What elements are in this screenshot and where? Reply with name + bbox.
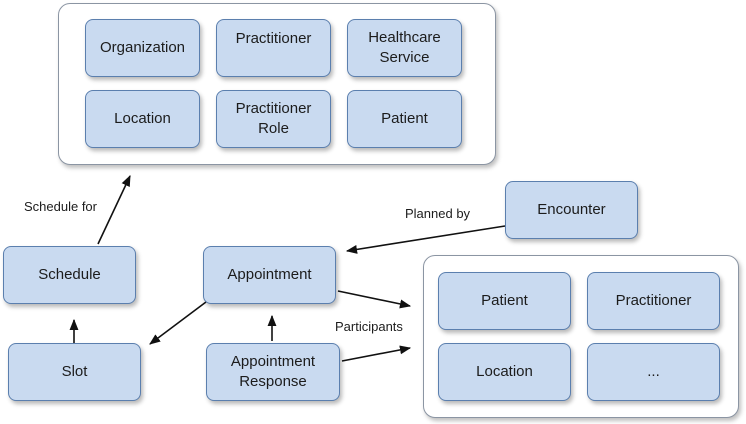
edge-label-participants: Participants bbox=[335, 319, 403, 334]
edge-encounter-to-appointment bbox=[345, 225, 506, 254]
edge-response-to-participants bbox=[341, 345, 412, 362]
node-organization[interactable]: Organization bbox=[85, 19, 200, 77]
edge-label-planned-by: Planned by bbox=[405, 206, 471, 221]
node-participant-location[interactable]: Location bbox=[438, 343, 571, 401]
node-healthcare-service[interactable]: Healthcare Service bbox=[347, 19, 462, 77]
edge-appointment-to-participants bbox=[337, 290, 412, 309]
node-practitioner[interactable]: Practitioner bbox=[216, 19, 331, 77]
node-appointment[interactable]: Appointment bbox=[203, 246, 336, 304]
node-schedule[interactable]: Schedule bbox=[3, 246, 136, 304]
node-practitioner-role[interactable]: Practitioner Role bbox=[216, 90, 331, 148]
node-patient[interactable]: Patient bbox=[347, 90, 462, 148]
node-encounter[interactable]: Encounter bbox=[505, 181, 638, 239]
node-participant-patient[interactable]: Patient bbox=[438, 272, 571, 330]
node-participant-practitioner[interactable]: Practitioner bbox=[587, 272, 720, 330]
node-participant-more[interactable]: ... bbox=[587, 343, 720, 401]
edge-appointment-to-slot bbox=[149, 301, 207, 345]
edge-schedule-to-resources bbox=[97, 174, 131, 245]
edge-label-schedule-for: Schedule for bbox=[24, 199, 97, 214]
node-appointment-response[interactable]: Appointment Response bbox=[206, 343, 340, 401]
node-location[interactable]: Location bbox=[85, 90, 200, 148]
node-slot[interactable]: Slot bbox=[8, 343, 141, 401]
